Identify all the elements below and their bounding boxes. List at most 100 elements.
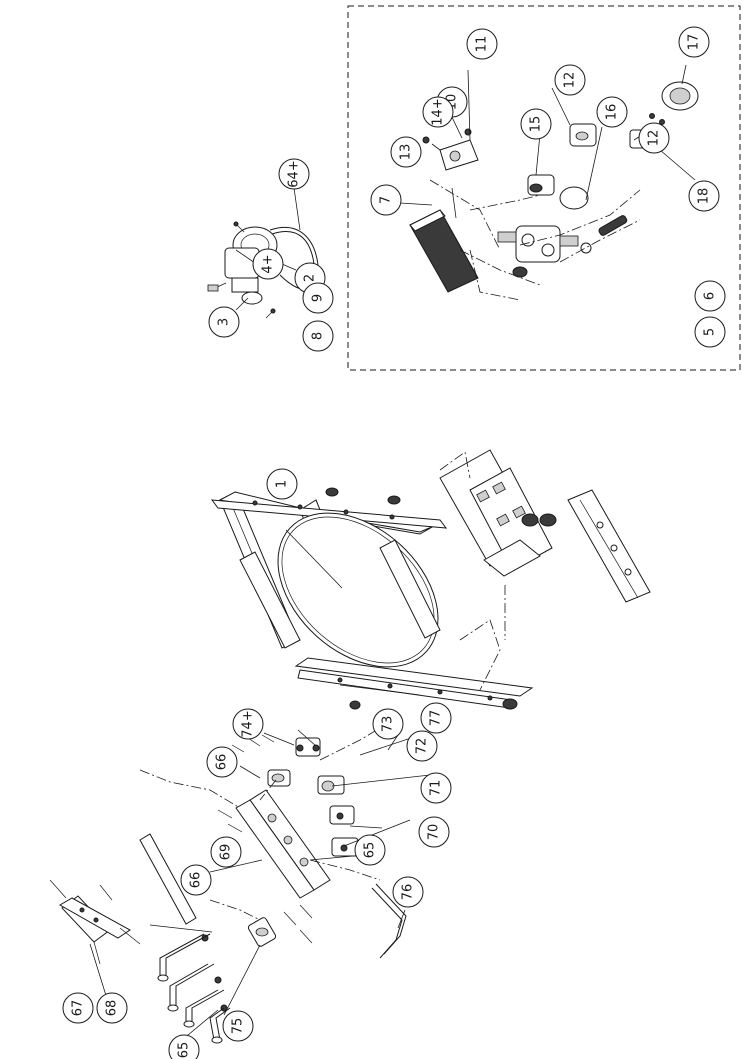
callout-label: 6 <box>703 292 718 300</box>
callout-circle <box>694 280 726 312</box>
callout-circle <box>252 248 284 280</box>
callout-label: 4+ <box>261 254 276 273</box>
callout-c67: 67 <box>62 992 94 1024</box>
callout-c65b: 65 <box>354 834 386 866</box>
callout-c72: 72 <box>406 730 438 762</box>
callout-label: 76 <box>401 884 416 901</box>
callout-label: 65 <box>363 842 378 859</box>
cable-glands <box>325 487 557 710</box>
callout-circle <box>688 180 720 212</box>
callout-c69: 69 <box>210 836 242 868</box>
pump-assembly <box>207 221 278 319</box>
callout-c68: 68 <box>96 992 128 1024</box>
callout-label: 17 <box>687 34 702 51</box>
callout-circle <box>638 122 670 154</box>
callout-circle <box>208 306 240 338</box>
callout-c6: 6 <box>694 280 726 312</box>
callout-circle <box>206 746 238 778</box>
hydraulic-group-frame <box>347 5 741 371</box>
frame-vertical-rail-right <box>294 657 534 709</box>
callout-balloons: 1234+56789101112121314+1516171864+656566… <box>62 26 726 1059</box>
hydraulic-manifold <box>497 225 592 278</box>
frame-side-rail-top <box>239 539 441 649</box>
callout-label: 11 <box>475 36 490 53</box>
callout-circle <box>466 28 498 60</box>
pressure-valve <box>527 174 555 196</box>
callout-circle <box>302 282 334 314</box>
callout-c13: 13 <box>390 136 422 168</box>
valve-bodies <box>267 737 359 857</box>
callout-circle <box>392 876 424 908</box>
callout-label: 65 <box>177 1042 192 1059</box>
callout-circle <box>678 26 710 58</box>
callout-label: 1 <box>275 480 290 488</box>
heat-exchanger <box>409 209 479 293</box>
control-panel-strip <box>567 489 651 603</box>
callout-label: 75 <box>231 1018 246 1035</box>
callout-label: 74+ <box>241 710 256 737</box>
callout-label: 2 <box>303 274 318 282</box>
callout-c9: 9 <box>302 282 334 314</box>
callout-c7: 7 <box>370 184 402 216</box>
callout-c18: 18 <box>688 180 720 212</box>
callout-c66b: 66 <box>180 864 212 896</box>
callout-c77: 77 <box>420 702 452 734</box>
callout-c4: 4+ <box>252 248 284 280</box>
callout-circle <box>266 468 298 500</box>
callout-c12b: 12 <box>638 122 670 154</box>
callout-circle <box>520 108 552 140</box>
callout-circle <box>278 158 310 190</box>
callout-circle <box>210 836 242 868</box>
support-plate <box>139 833 197 925</box>
callout-label: 5 <box>703 328 718 336</box>
callout-c75: 75 <box>222 1010 254 1042</box>
callout-c76: 76 <box>392 876 424 908</box>
callout-circle <box>420 772 452 804</box>
valve-actuator <box>629 81 699 149</box>
callout-circle <box>596 96 628 128</box>
callout-c17: 17 <box>678 26 710 58</box>
manifold-bar <box>235 789 331 899</box>
callout-label: 71 <box>429 780 444 797</box>
callout-circle <box>554 64 586 96</box>
callout-c1: 1 <box>266 468 298 500</box>
callout-circle <box>354 834 386 866</box>
pipe-fittings <box>201 917 277 1012</box>
callout-circle <box>62 992 94 1024</box>
callout-circle <box>96 992 128 1024</box>
callout-c15: 15 <box>520 108 552 140</box>
callout-label: 3 <box>217 318 232 326</box>
callout-label: 8 <box>311 332 326 340</box>
callout-circle <box>418 816 450 848</box>
callout-c8: 8 <box>302 320 334 352</box>
callout-label: 18 <box>697 188 712 205</box>
callout-label: 68 <box>105 1000 120 1017</box>
callout-circle <box>422 96 454 128</box>
callout-c14: 14+ <box>422 96 454 128</box>
callout-circle <box>222 1010 254 1042</box>
callout-label: 72 <box>415 738 430 755</box>
callout-circle <box>180 864 212 896</box>
callout-label: 9 <box>311 294 326 302</box>
callout-circle <box>420 702 452 734</box>
callout-label: 12 <box>563 72 578 89</box>
bypass-pipe <box>371 883 407 959</box>
callout-circle <box>370 184 402 216</box>
callout-label: 67 <box>71 1000 86 1017</box>
callout-c70: 70 <box>418 816 450 848</box>
callout-label: 73 <box>381 716 396 733</box>
callout-c16: 16 <box>596 96 628 128</box>
callout-circle <box>372 708 404 740</box>
callout-c74: 74+ <box>232 708 264 740</box>
callout-label: 7 <box>379 196 394 204</box>
motorized-valve <box>559 123 628 236</box>
inlet-pipes <box>157 933 231 1044</box>
callout-c66a: 66 <box>206 746 238 778</box>
callout-label: 69 <box>219 844 234 861</box>
callout-circle <box>168 1034 200 1059</box>
callout-circle <box>302 320 334 352</box>
callout-circle <box>406 730 438 762</box>
callout-circle <box>694 316 726 348</box>
callout-label: 64+ <box>287 160 302 187</box>
callout-label: 70 <box>427 824 442 841</box>
